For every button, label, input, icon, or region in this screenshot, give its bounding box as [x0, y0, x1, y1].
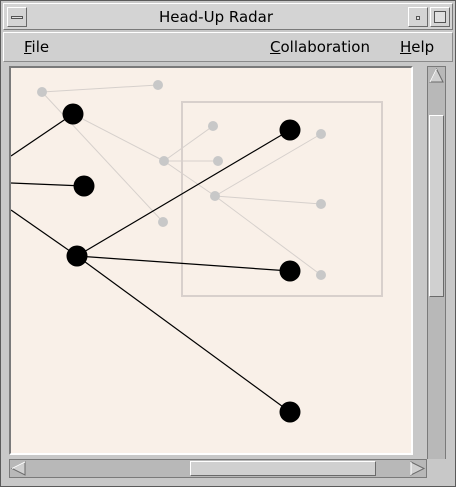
faded-edge: [214, 195, 322, 205]
primary-node[interactable]: [62, 103, 84, 125]
menu-file-mnemonic: F: [24, 38, 32, 56]
primary-node[interactable]: [279, 260, 301, 282]
primary-edge: [11, 209, 78, 257]
faded-edge: [163, 125, 214, 162]
faded-edges: [41, 84, 322, 276]
menu-collaboration-label: ollaboration: [280, 38, 370, 56]
faded-edge: [41, 91, 164, 223]
faded-edge: [163, 160, 216, 197]
minimize-button[interactable]: [408, 7, 428, 27]
faded-node[interactable]: [37, 87, 47, 97]
primary-node[interactable]: [279, 401, 301, 423]
primary-edge: [11, 182, 85, 187]
viewport-rectangle[interactable]: [181, 101, 383, 297]
faded-node[interactable]: [153, 80, 163, 90]
faded-node[interactable]: [316, 199, 326, 209]
arrow-left-icon[interactable]: [10, 460, 27, 477]
window-menu-button[interactable]: [7, 7, 27, 27]
faded-nodes: [37, 80, 326, 280]
primary-edge: [76, 129, 291, 257]
menu-bar: File Collaboration Help: [3, 32, 453, 62]
primary-edge: [11, 113, 74, 157]
faded-node[interactable]: [159, 156, 169, 166]
radar-canvas-frame: [9, 66, 413, 455]
radar-canvas[interactable]: [11, 68, 411, 453]
faded-node[interactable]: [208, 121, 218, 131]
primary-node[interactable]: [73, 175, 95, 197]
scrollbar-corner: [427, 459, 446, 478]
menu-file-label: ile: [31, 38, 50, 56]
menu-help-mnemonic: H: [400, 38, 412, 56]
horizontal-scroll-thumb[interactable]: [190, 461, 376, 476]
arrow-up-icon[interactable]: [428, 67, 445, 84]
minimize-icon: [416, 16, 420, 20]
faded-node[interactable]: [158, 217, 168, 227]
menu-collaboration[interactable]: Collaboration: [270, 38, 370, 56]
window-menu-icon: [11, 16, 23, 19]
vertical-scrollbar[interactable]: [427, 66, 446, 478]
faded-node[interactable]: [316, 270, 326, 280]
vertical-scroll-thumb[interactable]: [429, 115, 444, 297]
title-bar[interactable]: Head-Up Radar: [3, 3, 453, 30]
faded-edge: [214, 133, 322, 197]
faded-node[interactable]: [316, 129, 326, 139]
horizontal-scrollbar[interactable]: [9, 459, 427, 478]
menu-collaboration-mnemonic: C: [270, 38, 281, 56]
menu-help[interactable]: Help: [400, 38, 434, 56]
primary-node[interactable]: [66, 245, 88, 267]
maximize-button[interactable]: [430, 7, 450, 27]
faded-edge: [72, 113, 165, 162]
maximize-icon: [434, 11, 446, 23]
menu-help-label: elp: [411, 38, 435, 56]
primary-edge: [76, 255, 291, 413]
primary-node[interactable]: [279, 119, 301, 141]
faded-node[interactable]: [210, 191, 220, 201]
radar-graph[interactable]: [11, 68, 411, 453]
primary-edge: [76, 255, 291, 272]
menu-file[interactable]: File: [24, 38, 49, 56]
faded-edge: [41, 84, 159, 93]
window-title: Head-Up Radar: [158, 8, 274, 26]
primary-edges: [11, 113, 291, 413]
faded-edge: [214, 195, 322, 276]
faded-node[interactable]: [213, 156, 223, 166]
arrow-right-icon[interactable]: [409, 460, 426, 477]
primary-nodes: [62, 103, 301, 423]
